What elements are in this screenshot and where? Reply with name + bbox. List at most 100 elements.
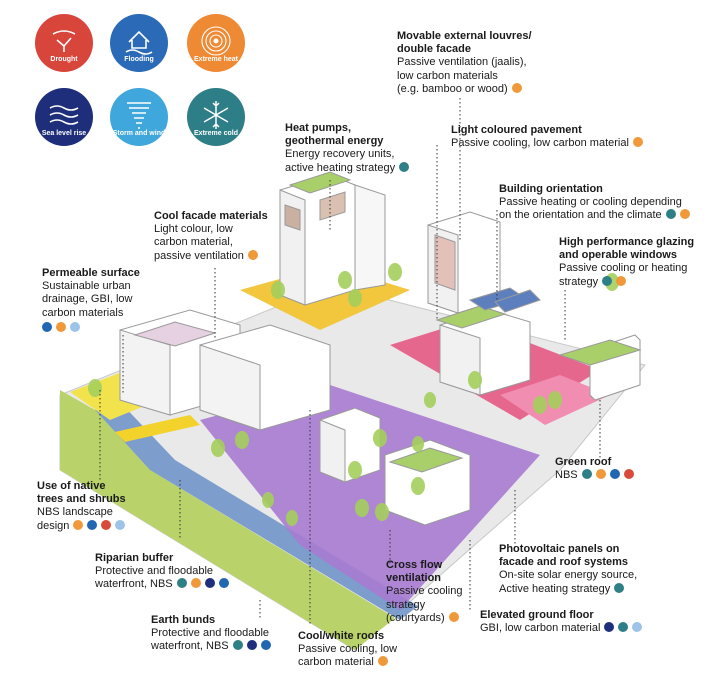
annotation-body: Sustainable urban — [42, 280, 131, 293]
annotation-louvres: Movable external louvres/ double facade … — [397, 30, 597, 96]
hazard-dot-navy — [204, 578, 215, 589]
hazard-sea-level-rise: Sea level rise — [35, 88, 93, 146]
hazard-dot-orange — [632, 137, 643, 148]
hazard-extreme-heat: Extreme heat — [187, 14, 245, 72]
hazard-dot-orange — [73, 519, 84, 530]
annotation-title: Riparian buffer — [95, 552, 174, 564]
annotation-title: Photovoltaic panels on — [499, 543, 620, 555]
annotation-title: Building orientation — [499, 183, 603, 195]
hazard-dot-blue — [260, 640, 271, 651]
annotation-permeable: Permeable surface Sustainable urban drai… — [42, 267, 162, 335]
hazard-dot-teal — [581, 469, 592, 480]
hazard-dot-light-blue — [115, 519, 126, 530]
hazard-label: Drought — [50, 56, 78, 63]
annotation-body: Light colour, low — [154, 223, 233, 236]
hazard-dot-teal — [232, 640, 243, 651]
hazard-dot-red — [101, 519, 112, 530]
hazard-dot-blue — [87, 519, 98, 530]
annotation-orientation: Building orientation Passive heating or … — [499, 183, 724, 223]
annotation-body: waterfront, NBS — [151, 640, 229, 653]
annotation-title: Use of native — [37, 480, 106, 492]
annotation-title: Earth bunds — [151, 614, 216, 626]
hazard-dot-navy — [604, 622, 615, 633]
annotation-body: strategy — [559, 275, 599, 288]
hazard-dot-teal — [665, 209, 676, 220]
annotation-photovoltaic: Photovoltaic panels on facade and roof s… — [499, 543, 699, 596]
annotation-body: drainage, GBI, low — [42, 293, 133, 306]
hazard-label: Extreme cold — [194, 130, 238, 137]
annotation-body: Protective and floodable — [95, 565, 214, 578]
annotation-elevated-floor: Elevated ground floor GBI, low carbon ma… — [480, 609, 700, 635]
annotation-title: High performance glazing — [559, 236, 695, 248]
annotation-title: Green roof — [555, 456, 612, 468]
annotation-title: Cool/white roofs — [298, 630, 385, 642]
annotation-pavement: Light coloured pavement Passive cooling,… — [451, 124, 691, 150]
annotation-body: NBS landscape — [37, 506, 113, 519]
annotation-title: Permeable surface — [42, 267, 140, 279]
annotation-title: Light coloured pavement — [451, 124, 582, 136]
snowflake-icon — [203, 101, 229, 129]
hazard-dot-light-blue — [632, 622, 643, 633]
annotation-title: ventilation — [386, 572, 442, 585]
heat-rings-icon — [201, 26, 231, 56]
annotation-body: waterfront, NBS — [95, 578, 173, 591]
annotation-native-trees: Use of native trees and shrubs NBS lands… — [37, 480, 187, 533]
hazard-dot-navy — [246, 640, 257, 651]
annotation-title: Movable external louvres/ — [397, 30, 532, 42]
hazard-dot-teal — [614, 582, 625, 593]
annotation-title: Elevated ground floor — [480, 609, 594, 621]
annotation-green-roof: Green roof NBS — [555, 456, 705, 482]
yellow-boardwalk — [115, 415, 200, 442]
hazard-storm-and-wind: Storm and wind — [110, 88, 168, 146]
hazard-dot-orange — [616, 275, 627, 286]
annotation-title: geothermal energy — [285, 135, 384, 148]
annotation-body: Passive heating or cooling depending — [499, 196, 682, 209]
annotation-body: Passive ventilation (jaalis), — [397, 56, 527, 69]
annotation-riparian: Riparian buffer Protective and floodable… — [95, 552, 270, 592]
annotation-glazing: High performance glazing and operable wi… — [559, 236, 719, 289]
hazard-extreme-cold: Extreme cold — [187, 88, 245, 146]
annotation-body: Protective and floodable — [151, 627, 270, 640]
tornado-icon — [127, 102, 151, 129]
trees — [88, 263, 619, 526]
annotation-body: on the orientation and the climate — [499, 209, 662, 222]
annotation-body: active heating strategy — [285, 161, 396, 174]
hazard-dot-orange — [247, 249, 258, 260]
hazard-dot-teal — [602, 275, 613, 286]
annotation-body: Passive cooling, low — [298, 643, 398, 656]
annotation-body: On-site solar energy source, — [499, 569, 638, 582]
annotation-heat-pumps: Heat pumps, geothermal energy Energy rec… — [285, 122, 455, 175]
hazard-drought: Drought — [35, 14, 93, 72]
hazard-dot-red — [623, 469, 634, 480]
leader-lines — [99, 98, 601, 625]
annotation-title: facade and roof systems — [499, 556, 628, 569]
annotation-body: low carbon materials — [397, 69, 498, 82]
hazard-label: Extreme heat — [194, 56, 238, 63]
annotation-body: (courtyards) — [386, 611, 445, 624]
annotation-body: Passive cooling, low carbon material — [451, 137, 629, 150]
hazard-label: Storm and wind — [112, 130, 166, 137]
hazard-dot-blue — [42, 321, 52, 332]
annotation-body: design — [37, 519, 70, 532]
annotation-cool-roofs: Cool/white roofs Passive cooling, low ca… — [298, 630, 438, 670]
purple-street — [200, 385, 540, 610]
annotation-body: (e.g. bamboo or wood) — [397, 82, 508, 95]
annotation-title: trees and shrubs — [37, 493, 126, 506]
annotation-title: Heat pumps, — [285, 122, 352, 134]
flooding-house-icon — [125, 30, 153, 55]
hazard-dot-teal — [176, 578, 187, 589]
annotation-cross-flow: Cross flow ventilation Passive cooling s… — [386, 559, 496, 625]
annotation-body: Passive cooling — [386, 585, 463, 598]
annotation-title: and operable windows — [559, 249, 677, 262]
hazard-dot-orange — [511, 82, 522, 93]
hazard-dot-orange — [595, 469, 606, 480]
hazard-dot-orange — [448, 611, 459, 622]
annotation-earth-bunds: Earth bunds Protective and floodable wat… — [151, 614, 326, 654]
hazard-dot-orange — [377, 656, 388, 667]
hazard-dot-blue — [218, 578, 229, 589]
hazard-dot-orange — [679, 209, 690, 220]
annotation-body: Energy recovery units, — [285, 148, 395, 161]
annotation-body: Active heating strategy — [499, 582, 611, 595]
annotation-cool-facade: Cool facade materials Light colour, low … — [154, 210, 294, 263]
